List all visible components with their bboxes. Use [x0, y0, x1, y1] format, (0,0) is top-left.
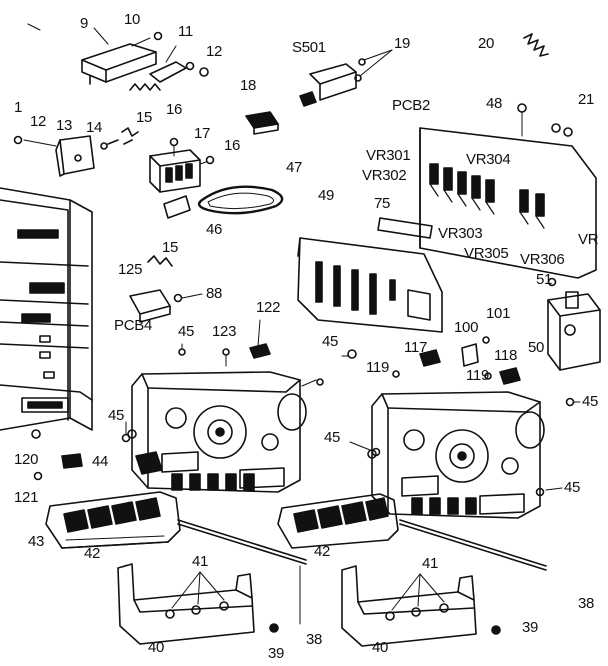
label-38-right: 38 — [578, 595, 595, 612]
pcb4-bracket — [130, 256, 202, 322]
label-121: 121 — [14, 489, 39, 506]
label-45-right: 45 — [582, 393, 599, 410]
label-21: 21 — [578, 91, 595, 108]
label-42-left: 42 — [84, 545, 101, 562]
label-12-top: 12 — [206, 43, 223, 60]
label-vr303: VR303 — [438, 225, 483, 242]
part-50-bracket — [548, 279, 600, 371]
label-120: 120 — [14, 451, 39, 468]
label-49: 49 — [318, 187, 335, 204]
label-41-right: 41 — [422, 555, 439, 572]
shafts-38 — [178, 520, 546, 624]
label-119-b: 119 — [466, 367, 490, 384]
label-45-d: 45 — [324, 429, 341, 446]
lower-screws-45 — [350, 442, 562, 496]
label-118: 118 — [494, 347, 518, 364]
part-18-knob — [246, 112, 278, 134]
label-17: 17 — [194, 125, 211, 142]
label-47: 47 — [286, 159, 303, 176]
right-key-assembly — [278, 494, 398, 548]
label-vr-edge: VR — [578, 231, 599, 248]
part-20-spring — [524, 34, 548, 56]
label-42-right: 42 — [314, 543, 331, 560]
label-11: 11 — [178, 23, 193, 40]
label-38-center: 38 — [306, 631, 323, 648]
label-16-top: 16 — [166, 101, 183, 118]
leaders-41 — [172, 572, 444, 610]
label-pcb2: PCB2 — [392, 97, 430, 114]
right-chassis-frame — [342, 566, 500, 646]
part-s501-switch — [300, 50, 392, 106]
label-15-mid: 15 — [162, 239, 179, 256]
label-39-right: 39 — [522, 619, 539, 636]
label-vr302: VR302 — [362, 167, 407, 184]
part-47-belt — [199, 187, 282, 214]
part-17-switch-block — [150, 139, 214, 219]
label-9: 9 — [80, 15, 89, 32]
label-48: 48 — [486, 95, 503, 112]
label-15-top: 15 — [136, 109, 153, 126]
label-14: 14 — [86, 119, 103, 136]
part-11-spring — [130, 46, 208, 90]
label-vr304: VR304 — [466, 151, 511, 168]
label-75: 75 — [374, 195, 391, 212]
label-117: 117 — [404, 339, 428, 356]
part-122-clip — [179, 320, 323, 386]
pcb2-board — [420, 104, 596, 278]
label-vr305: VR305 — [464, 245, 509, 262]
left-chassis-frame — [118, 564, 278, 644]
left-cassette-mechanism — [128, 372, 306, 492]
label-39-left: 39 — [268, 645, 285, 662]
label-88: 88 — [206, 285, 223, 302]
left-screws — [32, 422, 130, 480]
label-pcb4: PCB4 — [114, 317, 152, 334]
part-13-bracket — [15, 128, 139, 176]
label-10: 10 — [124, 11, 141, 28]
label-12-left: 12 — [30, 113, 47, 130]
label-50: 50 — [528, 339, 545, 356]
label-123: 123 — [212, 323, 237, 340]
label-45-b: 45 — [322, 333, 339, 350]
label-44: 44 — [92, 453, 109, 470]
label-40-right: 40 — [372, 639, 389, 656]
part-49-shield-plate — [298, 238, 442, 332]
left-key-assembly — [46, 492, 180, 548]
label-119-a: 119 — [366, 359, 390, 376]
label-100: 100 — [454, 319, 479, 336]
label-19: 19 — [394, 35, 411, 52]
label-16-right: 16 — [224, 137, 241, 154]
label-43: 43 — [28, 533, 45, 550]
part-9-bracket — [28, 24, 162, 84]
label-101: 101 — [486, 305, 511, 322]
front-cabinet-panel — [0, 188, 92, 430]
label-40-left: 40 — [148, 639, 165, 656]
label-20: 20 — [478, 35, 495, 52]
label-45-a: 45 — [178, 323, 195, 340]
label-125: 125 — [118, 261, 143, 278]
label-vr301: VR301 — [366, 147, 411, 164]
label-122: 122 — [256, 299, 281, 316]
label-45-e: 45 — [564, 479, 581, 496]
parts-117-119-100-101-118 — [342, 337, 580, 406]
label-13: 13 — [56, 117, 73, 134]
label-s501: S501 — [292, 39, 326, 56]
label-1: 1 — [14, 99, 23, 116]
label-41-left: 41 — [192, 553, 209, 570]
label-18: 18 — [240, 77, 257, 94]
part-75-strip — [378, 218, 432, 238]
right-cassette-mechanism — [368, 392, 544, 518]
label-51: 51 — [536, 271, 553, 288]
label-46: 46 — [206, 221, 223, 238]
label-45-c: 45 — [108, 407, 125, 424]
label-vr306: VR306 — [520, 251, 565, 268]
